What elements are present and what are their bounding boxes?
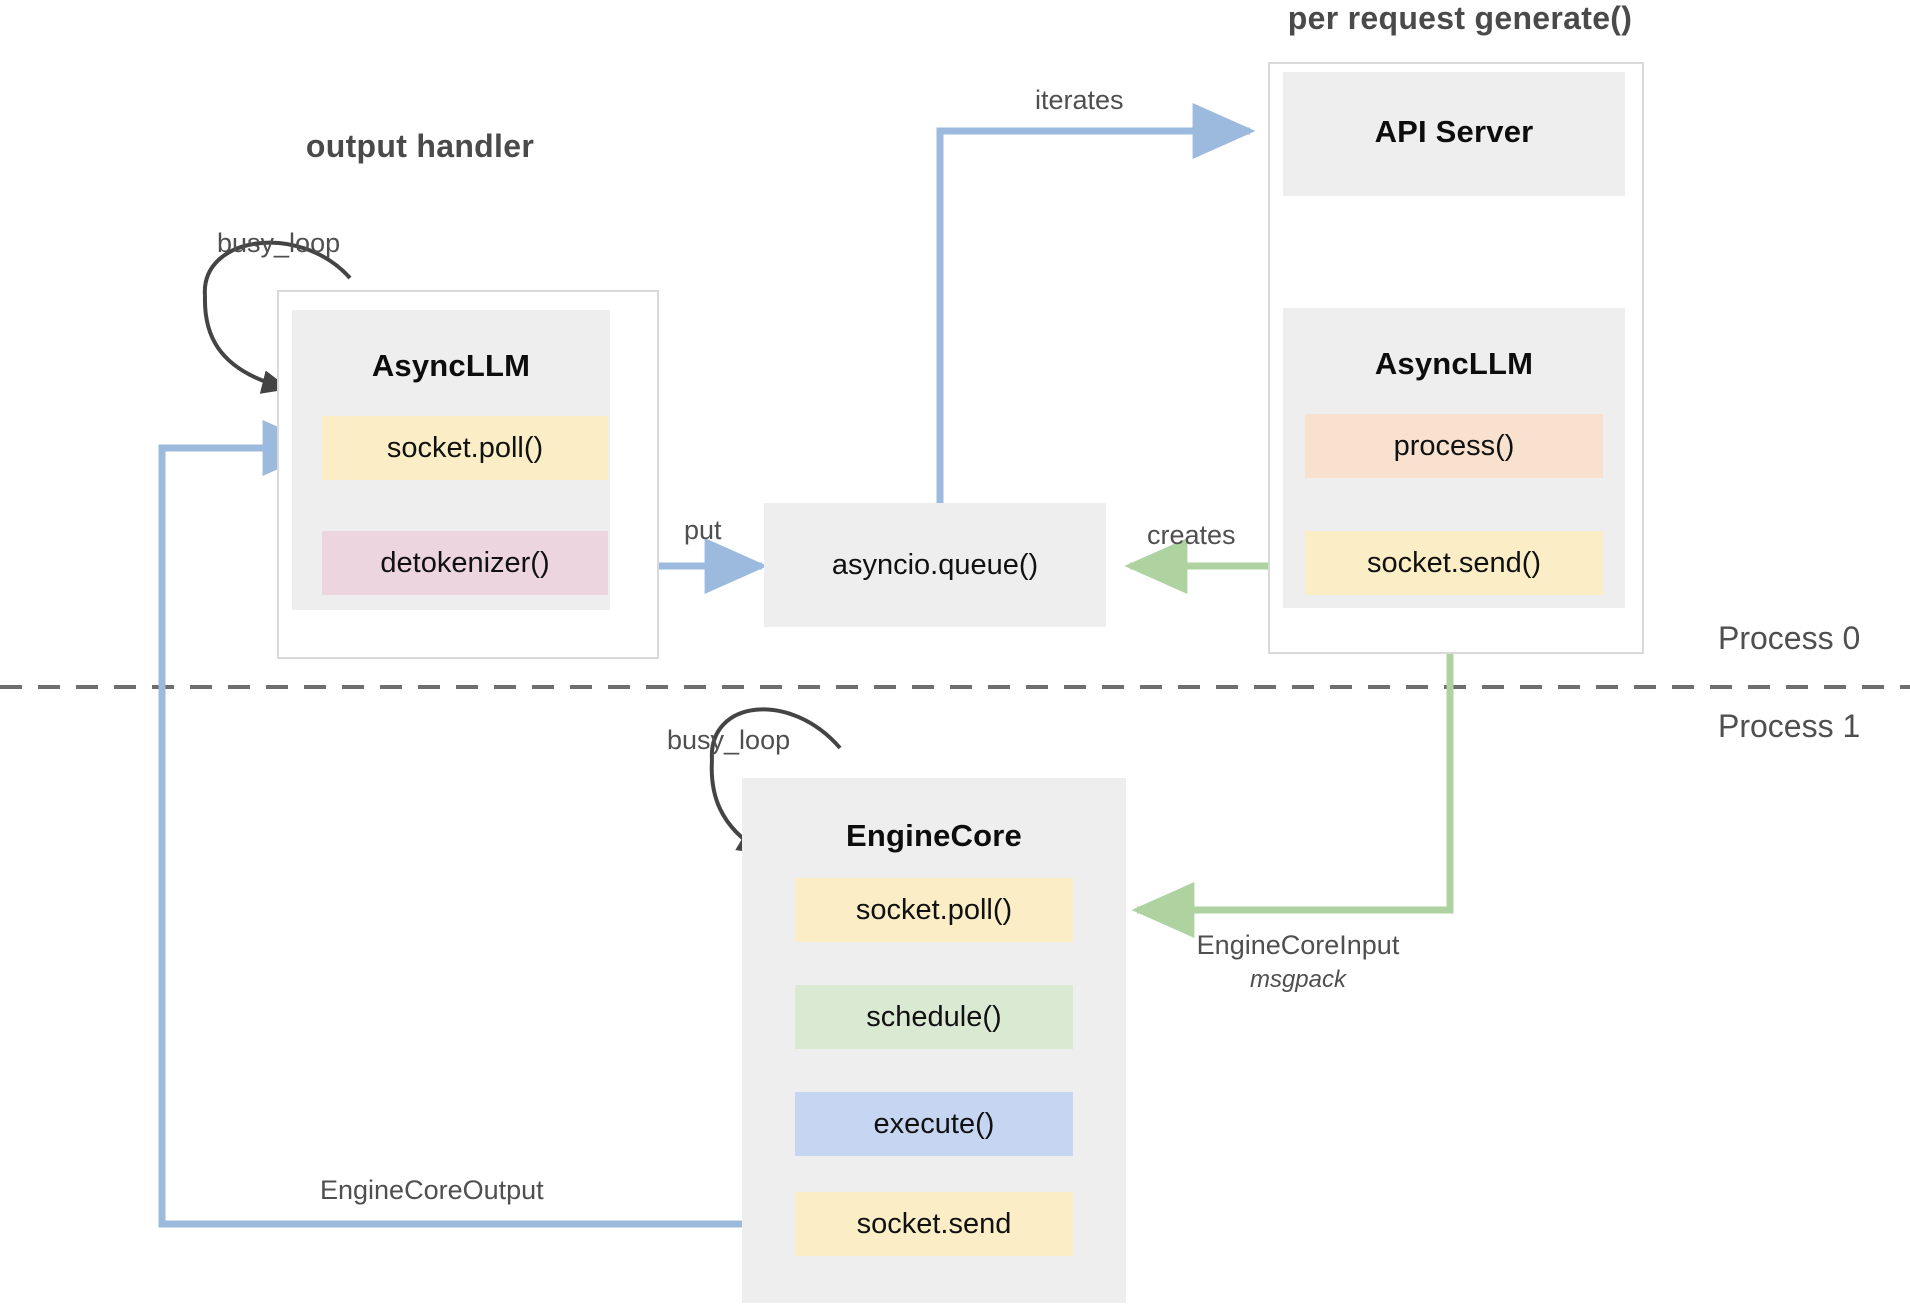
iterates-label: iterates xyxy=(1035,85,1124,115)
slot-right-process[interactable]: process() xyxy=(1305,414,1603,478)
engine-core-input-sublabel: msgpack xyxy=(1249,966,1347,993)
busy-loop-left-tip xyxy=(202,295,290,394)
busy-loop-left-label: busy_loop xyxy=(217,228,341,258)
heading-output-handler: output handler xyxy=(305,128,535,164)
engine-core-output-label: EngineCoreOutput xyxy=(320,1175,544,1205)
process-0-label: Process 0 xyxy=(1718,620,1861,656)
heading-per-request-generate: per request generate() xyxy=(1287,0,1633,36)
process-1-label: Process 1 xyxy=(1718,708,1861,744)
slot-left-detokenizer[interactable]: detokenizer() xyxy=(322,531,608,595)
async-llm-right-title: AsyncLLM xyxy=(1374,346,1534,381)
asyncio-queue-box[interactable]: asyncio.queue() xyxy=(764,503,1106,627)
async-llm-left-title: AsyncLLM xyxy=(371,348,531,383)
slot-engine-schedule[interactable]: schedule() xyxy=(795,985,1073,1049)
slot-left-socket-poll[interactable]: socket.poll() xyxy=(322,416,608,480)
slot-right-socket-send[interactable]: socket.send() xyxy=(1305,531,1603,595)
put-label: put xyxy=(684,515,722,545)
api-server-title: API Server xyxy=(1374,114,1534,149)
busy-loop-engine-label: busy_loop xyxy=(667,725,791,755)
slot-engine-socket-poll[interactable]: socket.poll() xyxy=(795,878,1073,942)
slot-engine-socket-send[interactable]: socket.send xyxy=(795,1192,1073,1256)
slot-engine-execute[interactable]: execute() xyxy=(795,1092,1073,1156)
engine-core-input-label: EngineCoreInput xyxy=(1196,930,1400,960)
engine-core-title: EngineCore xyxy=(846,818,1022,853)
creates-label: creates xyxy=(1147,520,1236,550)
api-server-group: API Server xyxy=(1283,72,1625,196)
iterates-path xyxy=(936,103,1256,506)
